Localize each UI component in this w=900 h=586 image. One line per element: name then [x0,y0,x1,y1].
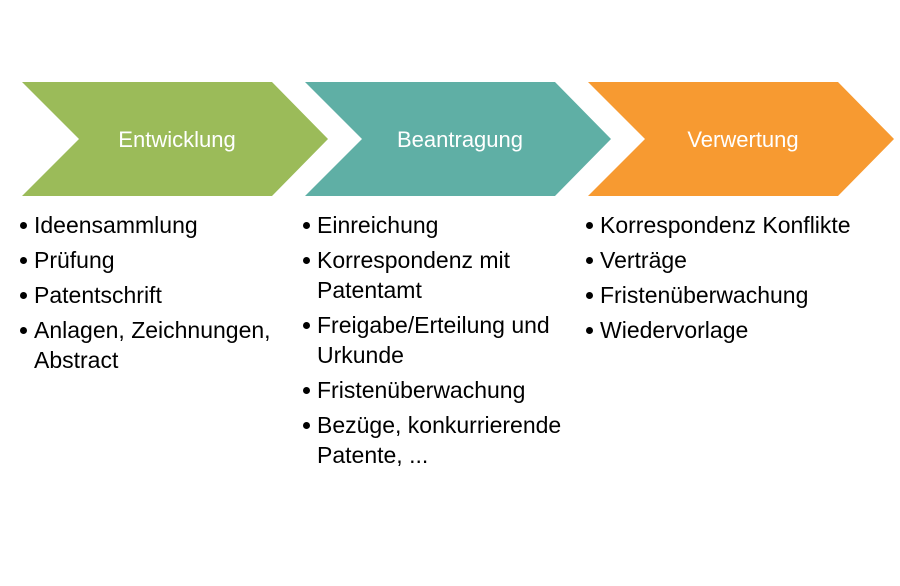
chevron-label-beantragung: Beantragung [397,127,523,152]
list-item: Wiedervorlage [584,315,884,345]
chevron-verwertung [588,82,894,196]
list-item: Prüfung [18,245,288,275]
verwertung-list: Korrespondenz Konflikte Verträge Fristen… [584,210,884,350]
list-item: Einreichung [301,210,571,240]
list-item: Verträge [584,245,884,275]
chevron-beantragung [305,82,611,196]
list-item: Ideensammlung [18,210,288,240]
list-item: Freigabe/Erteilung und Urkunde [301,310,571,370]
chevron-label-entwicklung: Entwicklung [118,127,235,152]
list-item: Korrespondenz mit Patentamt [301,245,571,305]
list-item: Bezüge, konkurrierende Patente, ... [301,410,571,470]
entwicklung-list: Ideensammlung Prüfung Patentschrift Anla… [18,210,288,380]
list-item: Fristenüberwachung [301,375,571,405]
list-item: Korrespondenz Konflikte [584,210,884,240]
list-item: Fristenüberwachung [584,280,884,310]
beantragung-list: Einreichung Korrespondenz mit Patentamt … [301,210,571,475]
list-item: Patentschrift [18,280,288,310]
chevron-entwicklung [22,82,328,196]
chevron-label-verwertung: Verwertung [687,127,798,152]
list-item: Anlagen, Zeichnungen, Abstract [18,315,288,375]
